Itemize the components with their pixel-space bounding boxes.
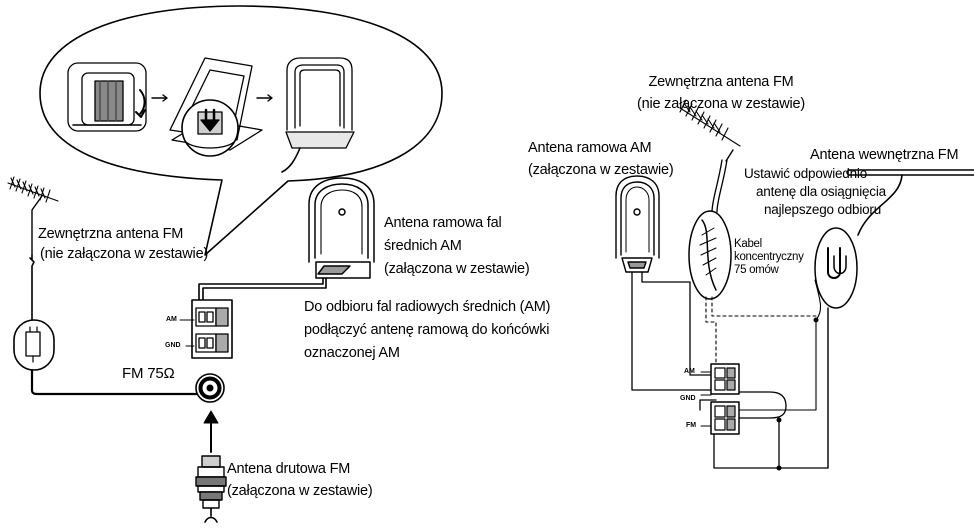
outdoor-fm-antenna-left-icon	[7, 176, 59, 256]
right-terminal-gnd-label: GND	[680, 395, 696, 402]
arrow-step-2-to-3-icon	[256, 94, 273, 102]
am-loop-wires-right	[631, 271, 717, 391]
left-fm-wire-note: (załączona w zestawie)	[227, 483, 373, 499]
am-terminal-block-right-icon	[700, 363, 740, 396]
right-adjust-line-2: antenę dla osiągnięcia	[756, 184, 886, 199]
left-am-instruction-1: Do odbioru fal radiowych średnich (AM)	[304, 299, 551, 315]
left-terminal-am-label: AM	[166, 316, 177, 323]
left-am-loop-title: Antena ramowa fal	[384, 215, 502, 231]
coaxial-cable-icon	[688, 159, 817, 373]
fm-terminal-block-right-icon	[700, 401, 740, 435]
left-am-instruction-2: podłączyć antenę ramową do końcówki	[304, 322, 550, 338]
assembly-speech-bubble	[39, 5, 443, 256]
connection-arrow-up	[203, 410, 219, 453]
assembly-step-2-icon	[169, 57, 263, 157]
arrow-step-1-to-2-icon	[151, 94, 168, 102]
right-coax-line-2: koncentryczny	[734, 251, 804, 263]
right-adjust-line-3: najlepszego odbioru	[764, 202, 882, 217]
am-loop-antenna-right-icon	[615, 175, 660, 273]
fm-75-ohm-jack-icon	[195, 373, 225, 403]
am-gnd-terminal-block-left-icon	[179, 299, 233, 359]
left-am-instruction-3: oznaczonej AM	[304, 345, 400, 361]
left-fm-external-note: (nie załączona w zestawie)	[40, 246, 209, 262]
right-fm-indoor-title: Antena wewnętrzna FM	[810, 147, 959, 163]
right-adjust-line-1: Ustawić odpowiednio	[744, 166, 868, 181]
fm-feeder-line-left	[13, 254, 202, 396]
fm-wire-antenna-plug-icon	[195, 455, 227, 523]
assembly-step-1-icon	[67, 62, 147, 132]
am-loop-antenna-left-icon	[308, 177, 375, 279]
left-fm-jack-label: FM 75Ω	[122, 365, 175, 382]
left-am-loop-note: (załączona w zestawie)	[384, 261, 530, 277]
ground-wire-right	[699, 391, 829, 471]
left-fm-wire-title: Antena drutowa FM	[227, 461, 351, 477]
right-coax-line-1: Kabel	[734, 238, 762, 250]
outdoor-fm-antenna-right-icon	[679, 99, 741, 162]
right-coax-line-3: 75 omów	[734, 264, 779, 276]
right-am-loop-title: Antena ramowa AM	[528, 140, 652, 156]
right-fm-external-note: (nie załączona w zestawie)	[636, 96, 806, 112]
left-am-loop-title-2: średnich AM	[384, 238, 462, 254]
assembly-step-3-icon	[281, 57, 355, 173]
right-terminal-fm-label: FM	[686, 422, 697, 429]
indoor-fm-antenna-icon	[739, 169, 974, 469]
left-terminal-gnd-label: GND	[165, 342, 181, 349]
right-am-loop-note: (załączona w zestawie)	[528, 162, 674, 178]
right-fm-external-title: Zewnętrzna antena FM	[648, 74, 794, 90]
right-terminal-am-label: AM	[684, 368, 695, 375]
left-fm-external-title: Zewnętrzna antena FM	[38, 226, 184, 242]
